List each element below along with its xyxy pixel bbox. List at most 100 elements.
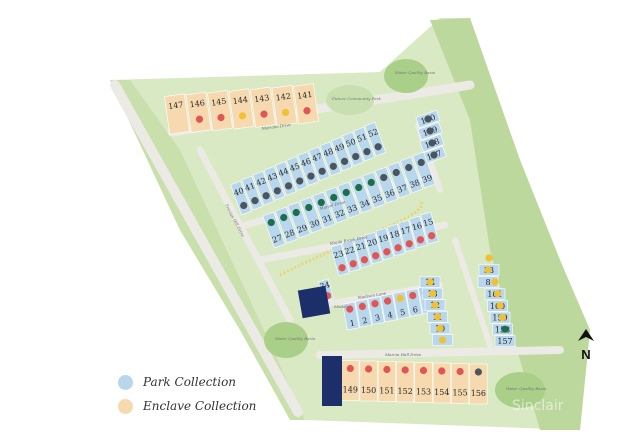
lot-15[interactable]: 15 xyxy=(420,211,439,245)
lot-28[interactable]: 28 xyxy=(274,206,299,244)
lot-140[interactable]: 140 xyxy=(415,109,441,129)
lot-39[interactable]: 39 xyxy=(412,151,436,189)
lot-31[interactable]: 31 xyxy=(312,191,336,229)
lot-30[interactable]: 30 xyxy=(299,196,324,234)
lot-138[interactable]: 138 xyxy=(419,133,445,153)
lot-5[interactable]: 5 xyxy=(392,291,410,320)
lot-46[interactable]: 46 xyxy=(297,151,319,186)
lot-status-dot xyxy=(280,213,288,222)
lot-141[interactable]: 141 xyxy=(293,83,319,125)
lot-3[interactable]: 3 xyxy=(367,296,385,325)
lot-20[interactable]: 20 xyxy=(364,231,383,265)
model-home-24 xyxy=(297,285,331,319)
lot-2[interactable]: 2 xyxy=(355,299,373,328)
lot-13[interactable]: 13 xyxy=(422,287,443,300)
lot-145[interactable]: 145 xyxy=(207,90,233,132)
lot-status-dot xyxy=(474,368,482,376)
lot-22[interactable]: 22 xyxy=(341,239,361,273)
lot-status-dot xyxy=(496,302,504,310)
lot-number: 30 xyxy=(308,218,321,230)
lot-21[interactable]: 21 xyxy=(353,235,372,269)
lot-parcel xyxy=(377,361,396,402)
lot-number: 153 xyxy=(416,388,431,397)
lot-45[interactable]: 45 xyxy=(286,156,308,191)
lot-status-dot xyxy=(349,260,357,268)
lot-47[interactable]: 47 xyxy=(308,146,331,181)
trail xyxy=(279,198,424,277)
lot-number: 149 xyxy=(343,386,358,395)
lot-status-dot xyxy=(338,264,346,272)
lot-10[interactable]: 10 xyxy=(429,322,451,335)
lot-status-dot xyxy=(251,197,259,205)
lot-status-dot xyxy=(405,240,413,248)
lot-34[interactable]: 34 xyxy=(349,176,374,214)
lot-154[interactable]: 154 xyxy=(432,362,451,404)
open-space-top xyxy=(384,59,428,93)
lot-status-dot xyxy=(383,297,392,305)
lot-parcel xyxy=(164,93,190,135)
road-diagonal xyxy=(196,146,294,324)
lot-status-dot xyxy=(374,143,382,151)
lot-14[interactable]: 14 xyxy=(419,276,441,288)
lot-4[interactable]: 4 xyxy=(380,293,398,323)
lot-51[interactable]: 51 xyxy=(353,126,375,162)
lot-number: 151 xyxy=(379,387,394,396)
lot-52[interactable]: 52 xyxy=(364,121,387,157)
legend-label-park: Park Collection xyxy=(143,375,237,389)
lot-36[interactable]: 36 xyxy=(374,166,399,204)
lot-status-dot xyxy=(305,203,313,212)
lot-16[interactable]: 16 xyxy=(409,215,428,249)
lot-44[interactable]: 44 xyxy=(275,161,297,196)
lot-150[interactable]: 150 xyxy=(359,360,378,402)
lot-149[interactable]: 149 xyxy=(341,360,360,401)
lot-6[interactable]: 6 xyxy=(405,288,423,317)
lot-38[interactable]: 38 xyxy=(399,156,424,194)
lot-139[interactable]: 139 xyxy=(417,121,443,141)
lot-18[interactable]: 18 xyxy=(386,223,406,257)
lot-27[interactable]: 27 xyxy=(262,211,286,249)
lot-144[interactable]: 144 xyxy=(228,88,255,130)
model-label: Model xyxy=(333,304,347,309)
lot-48[interactable]: 48 xyxy=(319,141,342,177)
lot-49[interactable]: 49 xyxy=(331,136,353,172)
road-west xyxy=(110,80,303,417)
lot-number: 21 xyxy=(355,241,367,252)
lot-143[interactable]: 143 xyxy=(250,86,276,128)
lot-19[interactable]: 19 xyxy=(375,227,395,261)
lot-146[interactable]: 146 xyxy=(185,91,212,133)
model-home-148 xyxy=(322,356,342,406)
lot-153[interactable]: 153 xyxy=(414,362,433,403)
lot-status-dot xyxy=(365,365,373,373)
lot-1[interactable]: 1 xyxy=(342,301,360,331)
lot-35[interactable]: 35 xyxy=(362,171,386,209)
north-arrow-icon xyxy=(578,329,594,341)
lot-33[interactable]: 33 xyxy=(337,181,361,219)
lot-12[interactable]: 12 xyxy=(424,299,446,312)
lot-37[interactable]: 37 xyxy=(387,161,411,199)
lot-40[interactable]: 40 xyxy=(230,180,252,216)
lot-9[interactable]: 9 xyxy=(432,334,453,346)
lot-number: 24 xyxy=(319,280,331,291)
lot-155[interactable]: 155 xyxy=(451,363,470,404)
lot-17[interactable]: 17 xyxy=(397,219,417,253)
lot-41[interactable]: 41 xyxy=(241,175,263,211)
lot-151[interactable]: 151 xyxy=(377,361,396,402)
lot-157[interactable]: 157 xyxy=(494,325,516,348)
lot-29[interactable]: 29 xyxy=(287,201,311,239)
lot-43[interactable]: 43 xyxy=(263,166,286,201)
lot-137[interactable]: 137 xyxy=(421,145,447,165)
lot-142[interactable]: 142 xyxy=(271,84,298,127)
lot-11[interactable]: 11 xyxy=(427,310,448,323)
lot-number: 146 xyxy=(189,98,205,109)
lot-number: 4 xyxy=(387,310,394,320)
lot-42[interactable]: 42 xyxy=(252,170,275,206)
lot-32[interactable]: 32 xyxy=(324,186,349,224)
lot-152[interactable]: 152 xyxy=(396,361,415,403)
lot-23[interactable]: 23 xyxy=(330,243,350,277)
lot-status-dot xyxy=(428,232,436,240)
lot-50[interactable]: 50 xyxy=(342,131,364,167)
road-label-madison: Madison Lane xyxy=(356,290,387,300)
lot-156[interactable]: 156 xyxy=(469,363,488,405)
lot-147[interactable]: 147 xyxy=(164,93,190,135)
